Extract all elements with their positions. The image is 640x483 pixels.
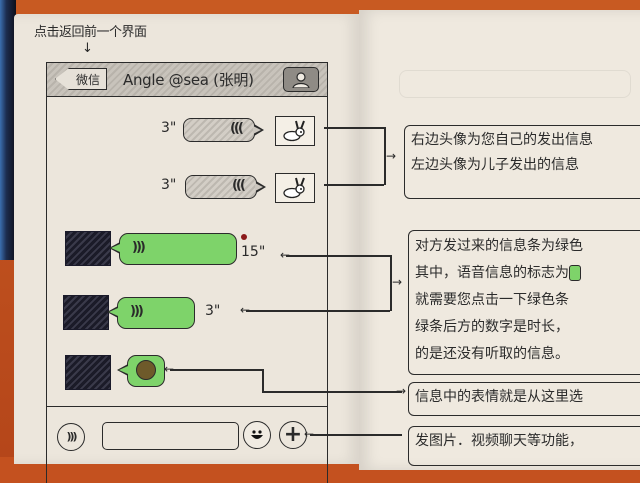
arrow-left-icon: ← — [240, 303, 251, 317]
note-line: 右边头像为您自己的发出信息 — [411, 132, 593, 148]
bunny-icon — [283, 120, 305, 142]
connector-line — [262, 391, 402, 393]
outgoing-voice-bubble[interactable]: ))) — [183, 118, 264, 142]
emoji-button[interactable] — [243, 421, 271, 449]
voice-wave-icon: ))) — [130, 304, 144, 319]
back-button[interactable]: 微信 — [55, 68, 107, 90]
arrow-right-icon: → — [396, 384, 407, 398]
green-voice-mini-icon — [569, 265, 581, 281]
person-icon — [292, 71, 310, 88]
connector-line — [246, 310, 390, 312]
bubble-tail — [107, 306, 118, 318]
smiley-icon — [251, 430, 263, 439]
connector-line — [384, 127, 386, 185]
voice-duration: 3" — [205, 303, 221, 319]
profile-button[interactable] — [283, 67, 319, 92]
arrow-left-icon: ← — [280, 248, 291, 262]
emoji-note: 信息中的表情就是从这里选 — [408, 382, 640, 416]
bunny-avatar[interactable] — [275, 116, 315, 146]
note-line: 对方发过来的信息条为绿色 — [415, 238, 583, 254]
note-text: 其中，语音信息的标志为 — [415, 265, 569, 281]
bubble-tail — [109, 242, 120, 254]
chat-title: Angle @sea (张明) — [123, 71, 254, 89]
arrow-left-icon: ← — [164, 362, 175, 376]
voice-input-button[interactable]: ))) — [57, 423, 85, 451]
arrow-left-icon: ← — [304, 427, 315, 441]
incoming-voice-bubble[interactable]: ))) — [109, 233, 237, 265]
plus-note: 发图片．视频聊天等功能， — [408, 426, 640, 466]
connector-line — [324, 184, 384, 186]
message-input[interactable] — [102, 422, 239, 450]
arrow-right-icon: → — [386, 149, 397, 163]
bunny-avatar[interactable] — [275, 173, 315, 203]
bunny-icon — [283, 177, 305, 199]
connector-line — [170, 369, 262, 371]
incoming-voice-bubble[interactable]: ))) — [107, 297, 195, 329]
bleed-through-sketch — [399, 70, 631, 98]
note-line: 信息中的表情就是从这里选 — [415, 389, 583, 405]
incoming-emoji-bubble[interactable] — [117, 355, 165, 387]
incoming-message-note: 对方发过来的信息条为绿色 其中，语音信息的标志为 就需要您点击一下绿色条 绿条后… — [408, 230, 640, 375]
note-line: 发图片．视频聊天等功能， — [415, 433, 583, 449]
voice-duration: 3" — [161, 177, 177, 193]
bubble-tail — [117, 364, 128, 376]
bubble-tail — [255, 181, 266, 193]
connector-line — [390, 255, 392, 311]
note-line: 就需要您点击一下绿色条 — [415, 292, 569, 308]
chat-screen-sketch: 微信 Angle @sea (张明) 3" ))) 3" ))) — [46, 62, 328, 483]
voice-duration: 15" — [241, 244, 266, 260]
input-bar: ))) + — [47, 406, 327, 467]
notebook-right-page — [359, 10, 640, 470]
title-bar: 微信 Angle @sea (张明) — [47, 63, 327, 97]
phone-edge — [0, 0, 16, 260]
note-line: 其中，语音信息的标志为 — [415, 260, 640, 287]
dark-avatar[interactable] — [65, 231, 111, 266]
voice-wave-icon: ))) — [232, 121, 244, 136]
note-line: 绿条后方的数字是时长， — [415, 319, 569, 335]
back-annotation: 点击返回前一个界面 — [34, 25, 147, 40]
connector-line — [310, 434, 402, 436]
down-arrow-icon: ↓ — [82, 41, 93, 56]
connector-line — [324, 127, 384, 129]
bubble-tail — [253, 124, 264, 136]
connector-line — [286, 255, 390, 257]
voice-wave-icon: ))) — [234, 178, 246, 193]
voice-wave-icon: ))) — [132, 240, 146, 255]
connector-line — [262, 369, 264, 393]
back-button-label: 微信 — [75, 73, 100, 87]
dark-avatar[interactable] — [63, 295, 109, 330]
avatar-explanation-note: 右边头像为您自己的发出信息 左边头像为儿子发出的信息 — [404, 125, 640, 199]
dark-avatar[interactable] — [65, 355, 111, 390]
arrow-right-icon: → — [392, 275, 403, 289]
outgoing-voice-bubble[interactable]: ))) — [185, 175, 266, 199]
unread-dot — [241, 234, 247, 240]
plus-button[interactable]: + — [279, 421, 307, 449]
emoji-face-icon — [136, 360, 156, 380]
note-line: 的是还没有听取的信息。 — [415, 346, 569, 362]
note-line: 左边头像为儿子发出的信息 — [411, 157, 579, 173]
voice-duration: 3" — [161, 120, 177, 136]
